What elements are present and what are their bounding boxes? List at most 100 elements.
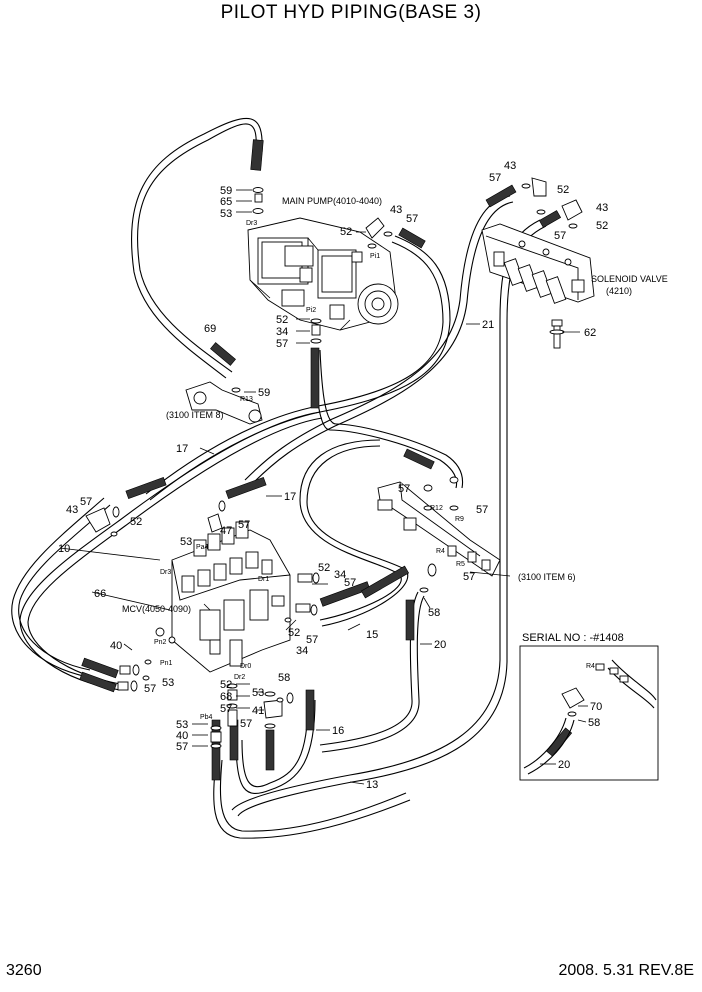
callout: 53	[220, 208, 232, 220]
mcv-label: MCV(4050-4090)	[122, 604, 191, 614]
hose-braids	[79, 139, 573, 781]
port-label: Pn2	[154, 639, 167, 646]
callout: 41	[252, 705, 264, 717]
callout: 17	[176, 443, 188, 455]
port-label: R12	[430, 505, 443, 512]
callout: 20	[558, 759, 570, 771]
callout: 43	[66, 504, 78, 516]
flange-ref-item8	[185, 381, 263, 425]
hose-15	[299, 439, 409, 627]
callout: 43	[390, 204, 402, 216]
port-label: Pi2	[306, 307, 316, 314]
callout: 57	[176, 741, 188, 753]
port-label: Dr3	[160, 569, 171, 576]
callout: 69	[204, 323, 216, 335]
ref-item8-label: (3100 ITEM 8)	[166, 410, 224, 420]
callout: 57	[398, 483, 410, 495]
port-label: Dr3	[246, 220, 257, 227]
callout: 34	[334, 569, 346, 581]
serial-inset	[519, 645, 659, 781]
port-label: Pb4	[200, 714, 213, 721]
callout: 52	[220, 679, 232, 691]
callout: 53	[162, 677, 174, 689]
callout: 43	[504, 160, 516, 172]
callout: 52	[288, 627, 300, 639]
callout: 52	[596, 220, 608, 232]
callout: 40	[176, 730, 188, 742]
bolt-62	[549, 319, 565, 349]
page-title: PILOT HYD PIPING(BASE 3)	[220, 2, 482, 23]
port-label: Dr0	[240, 663, 251, 670]
callout: 57	[220, 703, 232, 715]
callout: 53	[252, 687, 264, 699]
callout: 10	[58, 543, 70, 555]
callout: 70	[590, 701, 602, 713]
mcv	[155, 521, 291, 673]
component-labels: MAIN PUMP(4010-4040) SOLENOID VALVE (421…	[122, 196, 668, 644]
hose-16	[235, 699, 316, 794]
callout: 57	[554, 230, 566, 242]
hose-69	[131, 117, 263, 379]
ref-item6-label: (3100 ITEM 6)	[518, 572, 576, 582]
callout: 52	[276, 314, 288, 326]
port-label: Pn1	[160, 660, 173, 667]
port-label: R4	[586, 663, 595, 670]
callout: 57	[406, 213, 418, 225]
callout: 47	[220, 525, 232, 537]
callout: 40	[110, 640, 122, 652]
callout: 57	[240, 718, 252, 730]
callout: 57	[306, 634, 318, 646]
callout: 15	[366, 629, 378, 641]
callout: 43	[596, 202, 608, 214]
callout: 57	[463, 571, 475, 583]
callout: 16	[332, 725, 344, 737]
hose-13	[213, 759, 411, 839]
callout: 57	[489, 172, 501, 184]
callout: 52	[130, 516, 142, 528]
callout: 57	[144, 683, 156, 695]
port-label: Dr1	[258, 576, 269, 583]
callout: 20	[434, 639, 446, 651]
port-label: Pi1	[370, 253, 380, 260]
port-label: Pa4	[196, 544, 209, 551]
callout: 52	[340, 226, 352, 238]
port-labels: Dr3 Pi1 Pi2 R13 R12 R9 R4 R5 Pa4 Dr3 Dr1…	[154, 220, 595, 721]
main-pump-label: MAIN PUMP(4010-4040)	[282, 196, 382, 206]
solenoid-valve	[481, 223, 595, 304]
port-label: R4	[436, 548, 445, 555]
callout: 57	[476, 504, 488, 516]
port-label: Dr2	[234, 674, 245, 681]
callout: 57	[344, 577, 356, 589]
part-callouts: 59 65 53 52 43 57 43 57 52 43 57 52 69 5…	[58, 160, 608, 791]
port-label: R9	[455, 516, 464, 523]
callout: 58	[428, 607, 440, 619]
serial-note-label: SERIAL NO : -#1408	[522, 632, 624, 644]
main-pump	[247, 217, 399, 331]
solenoid-valve-label: SOLENOID VALVE	[591, 274, 668, 284]
callout: 57	[238, 519, 250, 531]
callout: 58	[278, 672, 290, 684]
callout: 66	[94, 588, 106, 600]
callout: 53	[176, 719, 188, 731]
return-manifold	[377, 481, 501, 577]
callout: 65	[220, 196, 232, 208]
callout: 21	[482, 319, 494, 331]
page-number: 3260	[6, 962, 42, 979]
hose-21	[244, 195, 514, 486]
port-label: R13	[240, 396, 253, 403]
callout: 52	[318, 562, 330, 574]
hose-to-solenoid-long	[231, 219, 547, 817]
date-revision: 2008. 5.31 REV.8E	[558, 962, 694, 979]
callout: 17	[284, 491, 296, 503]
callout: 58	[588, 717, 600, 729]
port-label: R5	[456, 561, 465, 568]
solenoid-valve-ref-label: (4210)	[606, 286, 632, 296]
callout: 59	[258, 387, 270, 399]
callout: 62	[584, 327, 596, 339]
callout: 53	[180, 536, 192, 548]
fittings	[85, 177, 583, 749]
callout: 34	[296, 645, 308, 657]
callout: 59	[220, 185, 232, 197]
callout: 57	[80, 496, 92, 508]
